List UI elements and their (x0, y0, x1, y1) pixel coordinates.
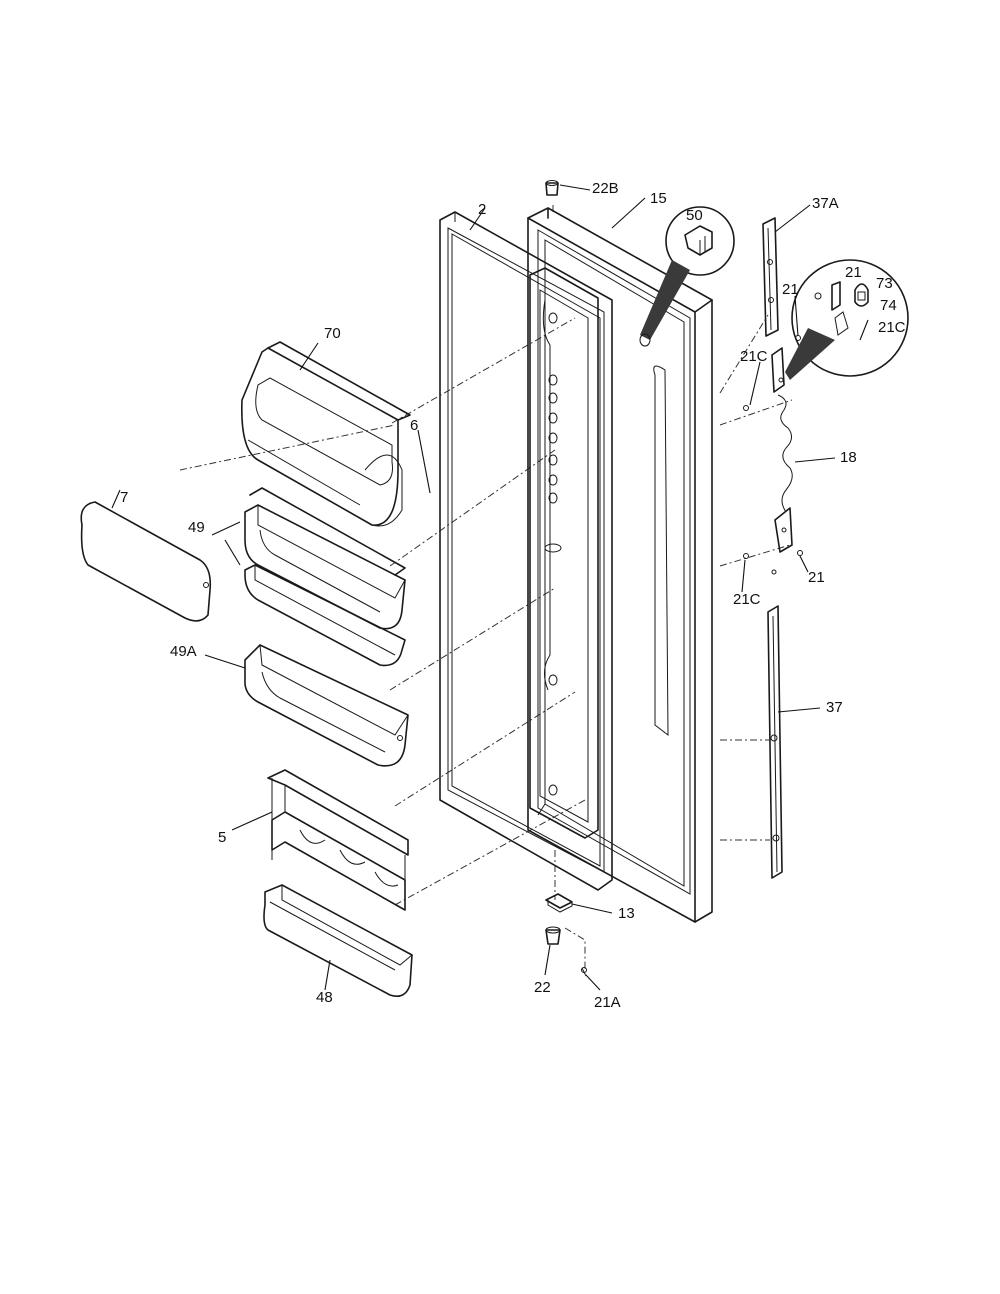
label-21C-circle: 21C (878, 319, 906, 336)
label-21-circle: 21 (845, 264, 862, 281)
door-outer-panel (527, 207, 713, 923)
label-22: 22 (534, 979, 551, 996)
top-plug (545, 180, 559, 196)
label-15: 15 (650, 190, 667, 207)
lower-hinge-bracket (767, 605, 783, 879)
label-74: 74 (880, 297, 897, 314)
label-37: 37 (826, 699, 843, 716)
label-21A: 21A (594, 994, 621, 1011)
label-18: 18 (840, 449, 857, 466)
dairy-compartment (241, 341, 411, 527)
label-13: 13 (618, 905, 635, 922)
label-7: 7 (120, 489, 128, 506)
label-22B: 22B (592, 180, 619, 197)
label-48: 48 (316, 989, 333, 1006)
label-49A: 49A (170, 643, 197, 660)
label-70: 70 (324, 325, 341, 342)
label-37A: 37A (812, 195, 839, 212)
leader-lines (111, 184, 869, 991)
label-21-top: 21 (782, 281, 799, 298)
bottom-bin-48 (263, 884, 413, 998)
door-bins-49 (244, 487, 406, 667)
detail-callout-50 (639, 206, 735, 347)
bottom-hinge-parts (545, 893, 587, 977)
door-closer-spring (771, 347, 793, 553)
screws (743, 335, 803, 575)
label-49: 49 (188, 519, 205, 536)
bottle-rack (267, 769, 409, 911)
label-21-lower: 21 (808, 569, 825, 586)
detail-callout-73-74 (785, 259, 909, 380)
label-73: 73 (876, 275, 893, 292)
door-inner-liner (529, 267, 599, 839)
label-5: 5 (218, 829, 226, 846)
shelf-bosses (544, 312, 562, 796)
label-2: 2 (478, 201, 486, 218)
label-6: 6 (410, 417, 418, 434)
dairy-cover (80, 501, 212, 622)
door-gasket (439, 211, 613, 891)
door-bin-49A (244, 644, 409, 767)
upper-hinge-bracket (762, 217, 779, 337)
label-50: 50 (686, 207, 703, 224)
label-21C-lower: 21C (733, 591, 761, 608)
label-21C-upper: 21C (740, 348, 768, 365)
part-labels: 22B 15 2 50 37A 21 73 21 74 21C 70 21C 6… (120, 180, 906, 1011)
